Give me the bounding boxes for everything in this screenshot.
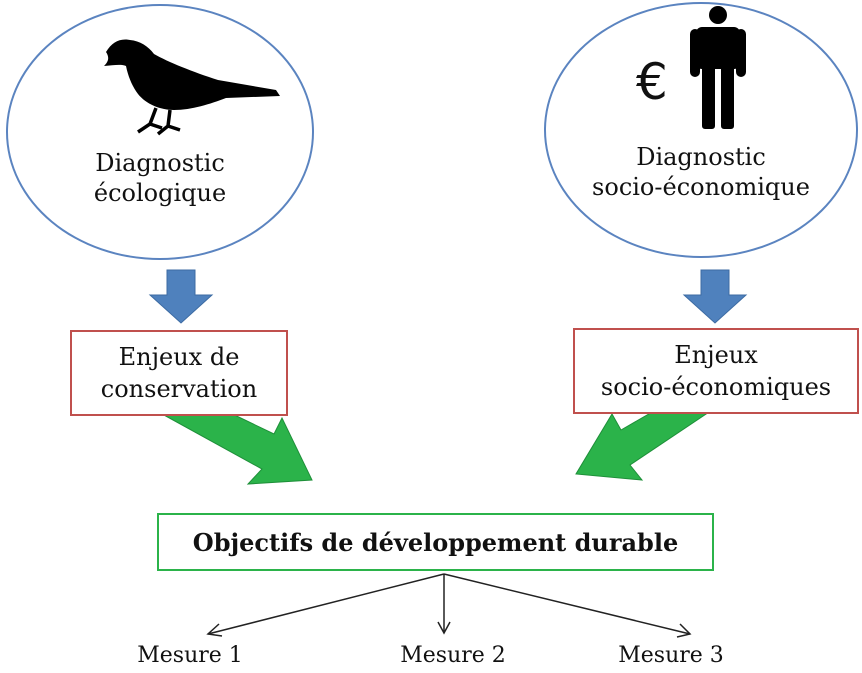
down-arrow-right — [682, 269, 748, 324]
bird-icon — [104, 39, 280, 136]
enjeux-socio-economiques-line-1: Enjeux — [674, 341, 758, 369]
line-to-mesure-1 — [207, 573, 445, 635]
diagnostic-socio-economique-line-1: Diagnostic — [636, 143, 766, 171]
arrowhead-mesure-1 — [206, 623, 223, 637]
diagnostic-ecologique-line-1: Diagnostic — [95, 149, 225, 177]
objectifs-label: Objectifs de développement durable — [192, 527, 679, 557]
enjeux-conservation-line-2: conservation — [100, 375, 258, 403]
euro-symbol: € — [636, 53, 668, 111]
enjeux-conservation-line-1: Enjeux de — [118, 343, 240, 371]
diagnostic-ecologique-line-2: écologique — [93, 179, 227, 207]
arrowhead-mesure-2 — [437, 621, 451, 635]
line-to-mesure-3 — [443, 573, 691, 635]
mesure-1-label: Mesure 1 — [137, 643, 243, 668]
down-arrow-left — [148, 269, 214, 324]
person-icon — [690, 6, 746, 129]
diagnostic-socio-economique-text: Diagnostic socio-économique — [570, 142, 832, 202]
mesure-2-label: Mesure 2 — [400, 643, 506, 668]
diagnostic-ecologique-text: Diagnostic écologique — [60, 148, 260, 208]
enjeux-conservation-box: Enjeux de conservation — [70, 330, 288, 416]
diagnostic-socio-economique-line-2: socio-économique — [592, 173, 810, 201]
mesure-3-label: Mesure 3 — [618, 643, 724, 668]
enjeux-socio-economiques-box: Enjeux socio-économiques — [573, 328, 859, 414]
objectifs-box: Objectifs de développement durable — [157, 513, 714, 571]
enjeux-socio-economiques-line-2: socio-économiques — [600, 373, 832, 401]
arrowhead-mesure-3 — [676, 623, 692, 638]
